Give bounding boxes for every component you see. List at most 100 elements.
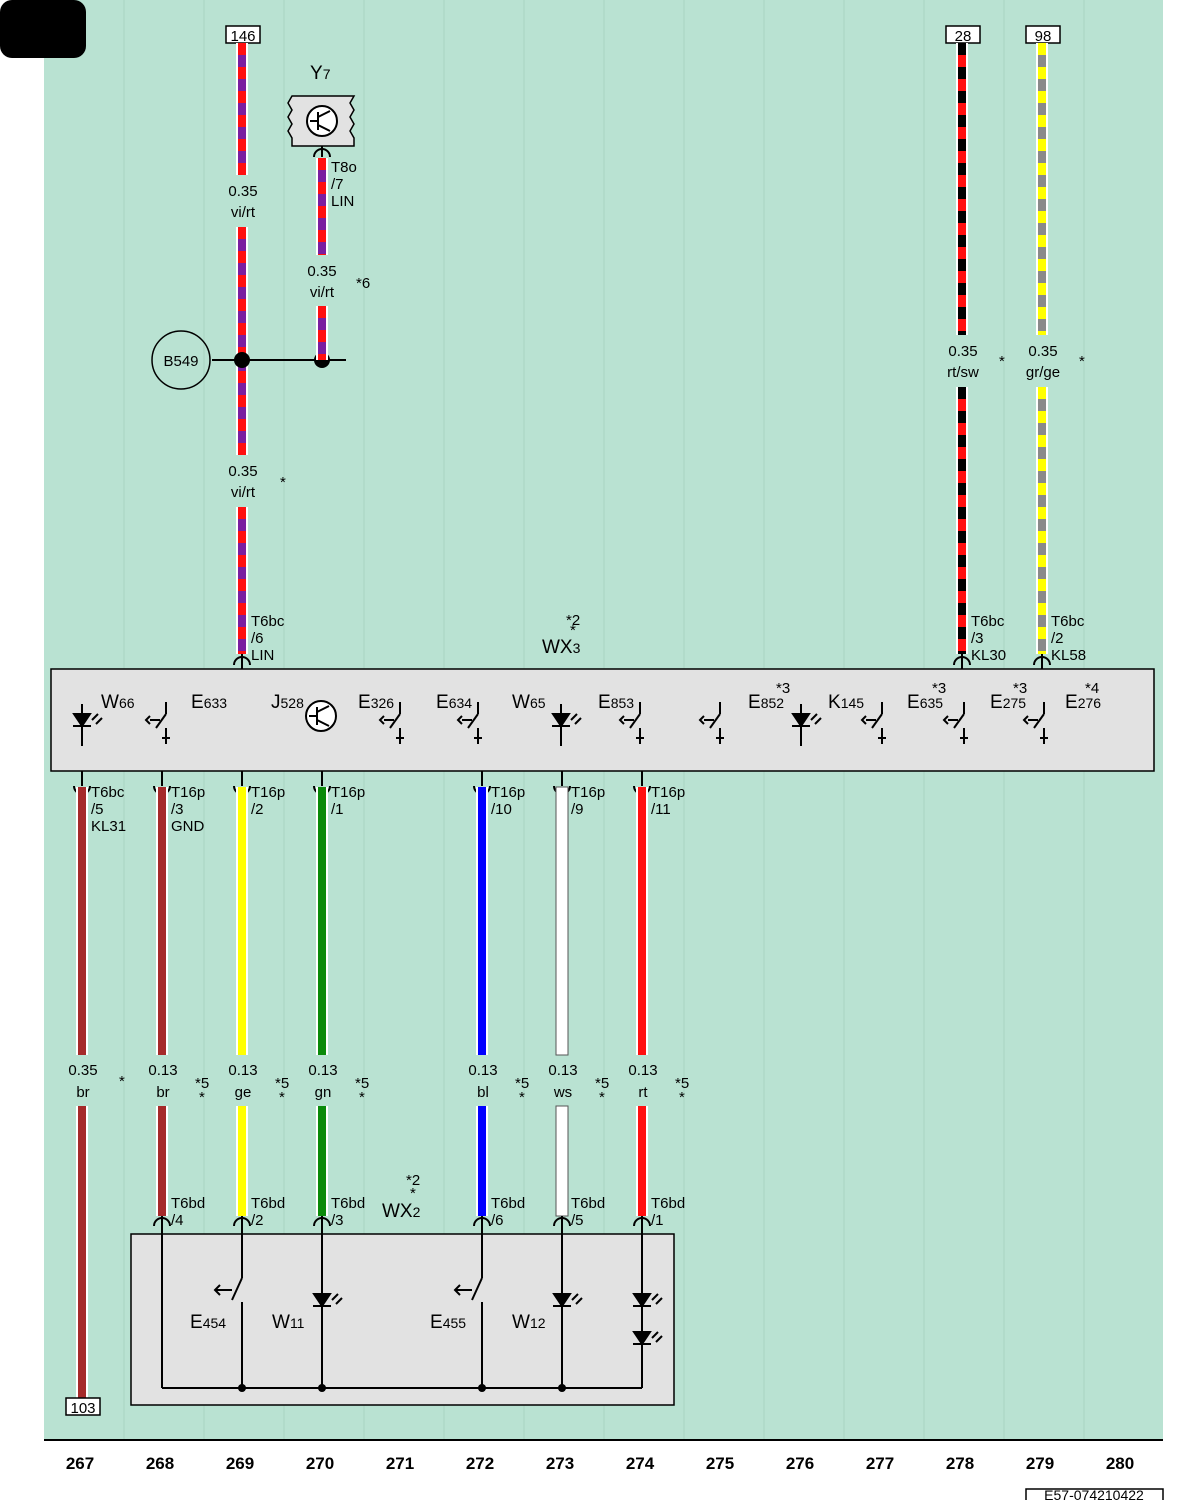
svg-text:T6bd: T6bd [491,1195,525,1212]
pushbutton-switch-icon [1022,702,1048,744]
led-icon [72,704,103,746]
svg-text:272: 272 [466,1454,494,1473]
wx3-label: *2 * WX3 [542,612,581,658]
svg-text:GND: GND [171,818,205,835]
svg-text:273: 273 [546,1454,574,1473]
wire-color: gr/ge [1026,364,1060,381]
connector-t6bc-2: T6bc /2 KL58 [1033,613,1086,669]
wire-ref-98: 98 [1035,28,1052,45]
b549-label: B549 [163,353,198,370]
label-e853: E853 [598,692,634,713]
wire-ref-28: 28 [955,28,972,45]
svg-text:*2: *2 [566,612,580,629]
led-icon [551,704,582,746]
svg-text:*5: *5 [675,1075,689,1092]
svg-text:/2: /2 [251,1212,264,1229]
label-e276: E276 [1065,692,1101,713]
wire-kl31-br: T6bc /5 KL31 0.35 br * 103 [65,771,126,1417]
wire-28-rt-sw: 28 0.35 rt/sw * [945,25,1005,654]
svg-text:/5: /5 [91,801,104,818]
svg-text:*: * [279,1089,285,1106]
label-k145: K145 [828,692,864,713]
pushbutton-switch-icon [453,1277,488,1302]
label-e635: E635 [907,692,943,713]
wire-size: 0.35 [307,263,336,280]
svg-text:*4: *4 [1085,680,1099,697]
label-w12: W12 [512,1312,546,1333]
wire-ref-103: 103 [70,1400,95,1417]
top-connectors: T6bc /6 LIN T6bc /3 KL30 T6bc /2 KL58 [233,613,1086,669]
svg-text:gn: gn [315,1084,332,1101]
pushbutton-switch-icon [213,1277,248,1302]
svg-text:*5: *5 [515,1075,529,1092]
svg-text:T6bd: T6bd [251,1195,285,1212]
svg-text:T16p: T16p [651,784,685,801]
wire-size: 0.35 [228,463,257,480]
svg-text:ws: ws [553,1084,572,1101]
wire-y7-vi-rt: T8o /7 LIN 0.35 vi/rt *6 [307,158,370,360]
module-wx2: E454 W11 E455 W12 [130,1233,675,1406]
pushbutton-switch-icon [144,702,170,744]
svg-text:276: 276 [786,1454,814,1473]
svg-text:T16p: T16p [251,784,285,801]
svg-text:*3: *3 [932,680,946,697]
svg-text:T6bd: T6bd [651,1195,685,1212]
svg-text:0.13: 0.13 [228,1062,257,1079]
wire-size: 0.35 [1028,343,1057,360]
svg-text:*5: *5 [355,1075,369,1092]
svg-text:/1: /1 [651,1212,664,1229]
svg-text:279: 279 [1026,1454,1054,1473]
svg-text:rt: rt [638,1084,648,1101]
wire-98-gr-ge: 98 0.35 gr/ge * [1025,25,1085,654]
bottom-wires: T6bc /5 KL31 0.35 br * 103 T16p /3 GND 0… [65,771,689,1417]
svg-text:T6bc: T6bc [251,613,285,630]
wire-color: vi/rt [310,284,335,301]
transistor-icon [305,700,337,732]
svg-text:*3: *3 [776,680,790,697]
svg-text:T16p: T16p [571,784,605,801]
svg-text:*2: *2 [406,1172,420,1189]
svg-text:/3: /3 [331,1212,344,1229]
svg-text:/10: /10 [491,801,512,818]
svg-text:T6bd: T6bd [171,1195,205,1212]
label-e633: E633 [191,692,227,713]
led-icon [632,1331,663,1346]
svg-text:T16p: T16p [491,784,525,801]
svg-text:KL58: KL58 [1051,647,1086,664]
led-icon [312,1293,343,1308]
svg-text:0.13: 0.13 [628,1062,657,1079]
svg-text:/1: /1 [331,801,344,818]
connector-signal: LIN [331,193,354,210]
wire-color: vi/rt [231,204,256,221]
svg-text:/6: /6 [491,1212,504,1229]
svg-text:277: 277 [866,1454,894,1473]
wire-color: vi/rt [231,484,256,501]
svg-text:0.13: 0.13 [308,1062,337,1079]
label-e326: E326 [358,692,394,713]
pushbutton-switch-icon [860,702,886,744]
svg-text:274: 274 [626,1454,655,1473]
wx2-label: *2 * WX2 [382,1172,421,1222]
label-e454: E454 [190,1312,226,1333]
label-w66: W66 [101,692,135,713]
label-j528: J528 [271,692,304,713]
wire-rt: T16p /11 0.13 rt *5 * T6bd /1 [628,771,689,1234]
svg-text:/9: /9 [571,801,584,818]
svg-text:WX2: WX2 [382,1201,421,1222]
svg-text:T6bd: T6bd [571,1195,605,1212]
svg-text:*: * [359,1089,365,1106]
svg-text:T6bd: T6bd [331,1195,365,1212]
column-numbers: 267 268 269 270 271 272 273 274 275 276 … [66,1454,1134,1473]
wire-ref-146: 146 [230,28,255,45]
svg-text:270: 270 [306,1454,334,1473]
svg-text:T16p: T16p [171,784,205,801]
svg-text:267: 267 [66,1454,94,1473]
led-icon [552,1293,583,1308]
svg-text:KL31: KL31 [91,818,126,835]
svg-text:269: 269 [226,1454,254,1473]
wire-ws: T16p /9 0.13 ws *5 * T6bd /5 [548,771,609,1234]
svg-text:/4: /4 [171,1212,184,1229]
svg-text:/6: /6 [251,630,264,647]
pushbutton-switch-icon [942,702,968,744]
svg-text:/2: /2 [1051,630,1064,647]
